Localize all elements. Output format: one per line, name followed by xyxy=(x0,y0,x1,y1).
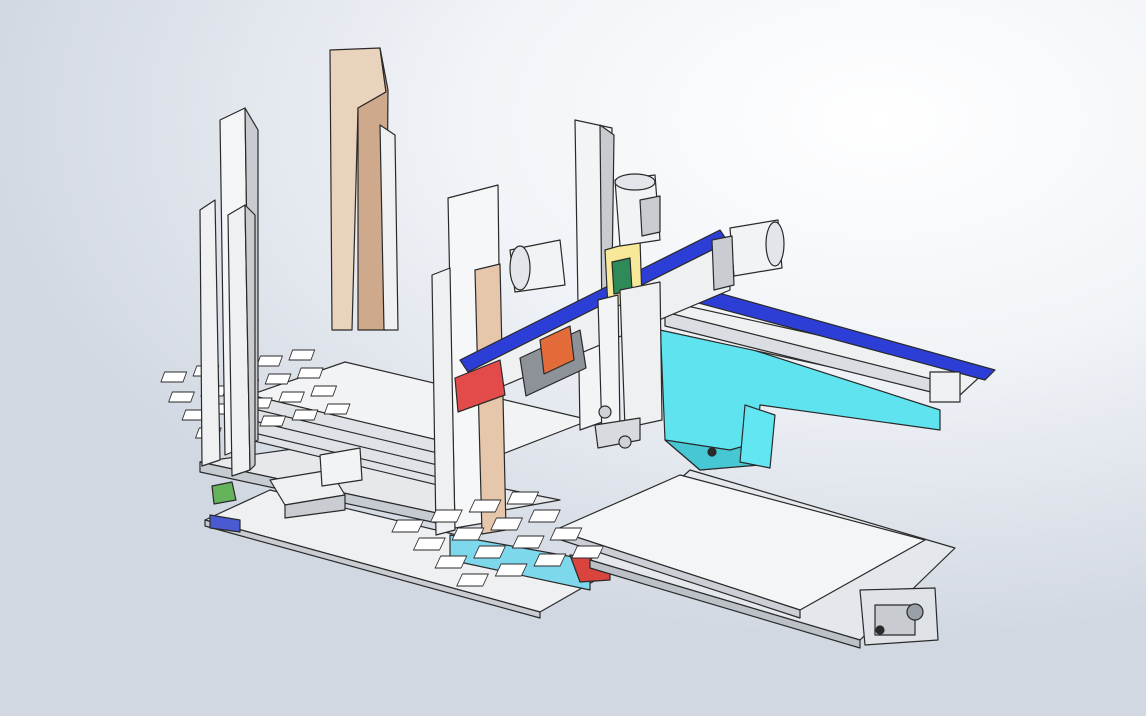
servo-motor-right xyxy=(711,219,785,291)
servo-motor-left xyxy=(509,239,566,293)
push-cylinder xyxy=(269,447,363,519)
output-tray xyxy=(391,474,926,619)
servo-motor-top xyxy=(614,173,661,247)
corner-guide-posts xyxy=(199,47,615,536)
z-axis-carriage xyxy=(594,239,663,449)
support-bracket xyxy=(659,319,941,471)
gantry-y-axis xyxy=(659,284,996,557)
servo-motors xyxy=(509,173,785,293)
